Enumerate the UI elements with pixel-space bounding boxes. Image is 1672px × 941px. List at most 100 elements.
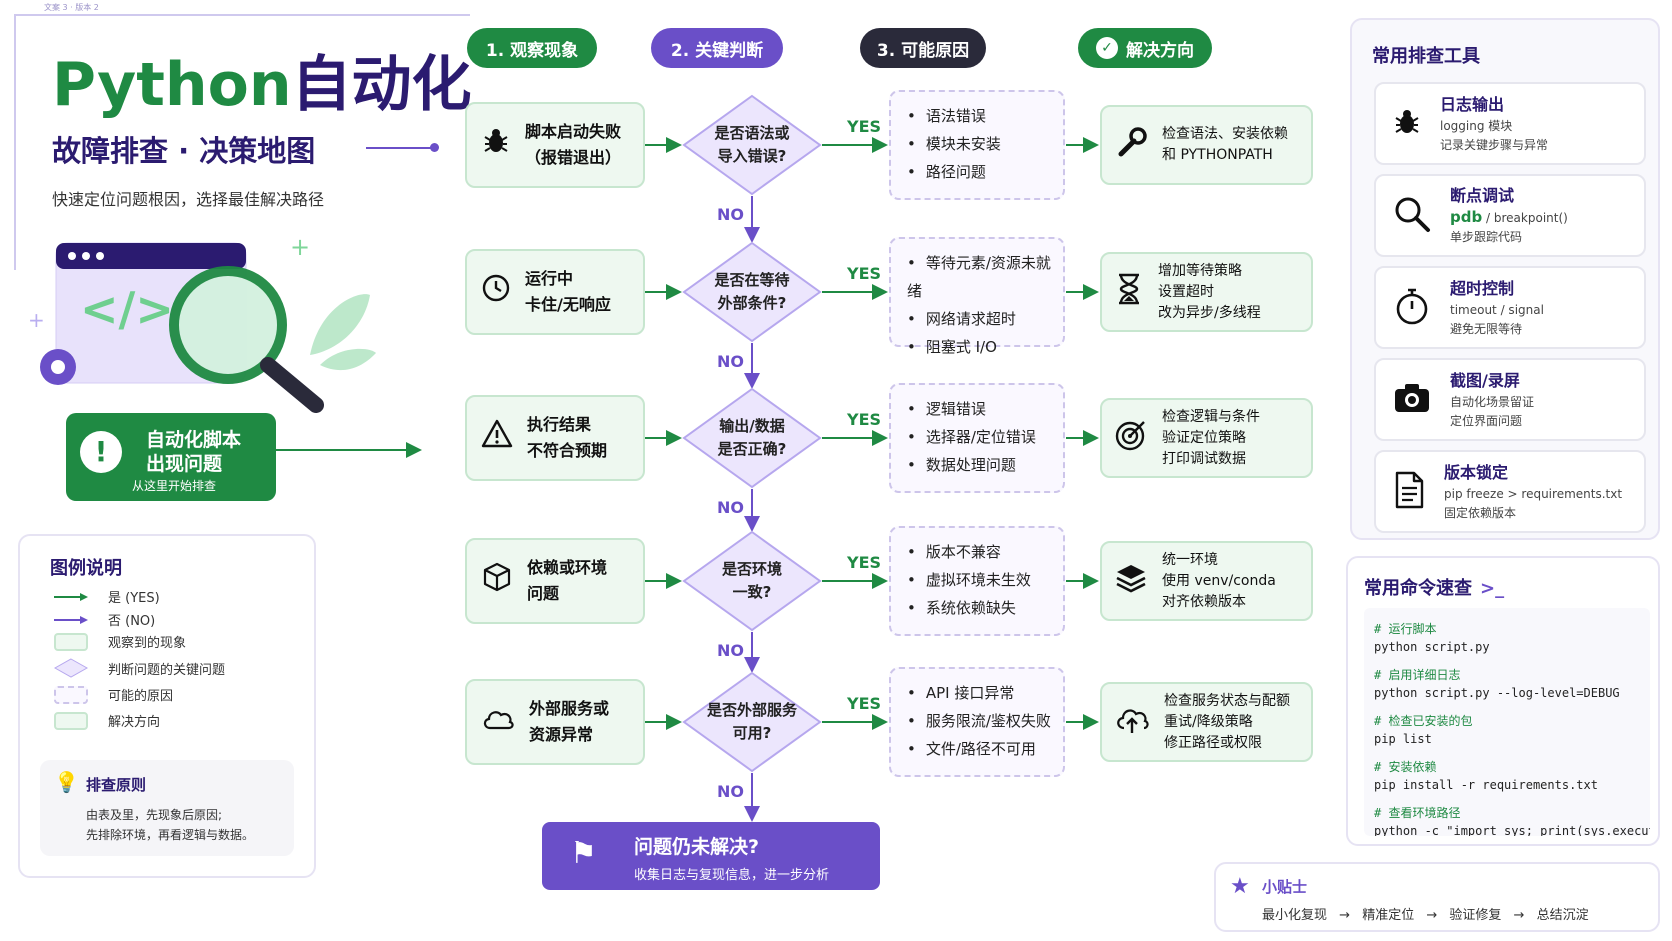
cloud-icon — [481, 705, 515, 739]
observation-text: 依赖或环境问题 — [527, 555, 607, 607]
decision-text: 是否语法或 导入错误? — [714, 124, 790, 165]
solution-text: 增加等待策略设置超时改为异步/多线程 — [1158, 261, 1261, 324]
cause-item: 数据处理问题 — [907, 451, 1063, 479]
observation-line: 依赖或环境 — [527, 558, 608, 577]
cause-item: 语法错误 — [907, 102, 1063, 130]
no-label: NO — [717, 205, 744, 224]
solution-line: 检查服务状态与配额 — [1164, 692, 1290, 709]
layers-icon — [1114, 562, 1148, 601]
cause-item: 选择器/定位错误 — [907, 423, 1063, 451]
command-comment: # 启用详细日志 — [1374, 668, 1461, 682]
observation-box[interactable]: 依赖或环境问题 — [465, 538, 645, 624]
end-box[interactable]: ⚑ 问题仍未解决? 收集日志与复现信息，进一步分析 — [542, 822, 880, 890]
column-header-observe: 1. 观察现象 — [467, 28, 597, 68]
title-python: Python — [52, 50, 292, 120]
decision-diamond[interactable]: 是否环境 一致? — [682, 530, 822, 632]
decision-text: 是否在等待 外部条件? — [714, 271, 790, 312]
solution-box[interactable]: 增加等待策略设置超时改为异步/多线程 — [1100, 252, 1313, 332]
decision-text: 输出/数据 是否正确? — [717, 417, 787, 458]
tool-card[interactable]: 截图/录屏自动化场景留证定位界面问题 — [1374, 358, 1646, 441]
cause-item: 路径问题 — [907, 158, 1063, 186]
legend-decision: 判断问题的关键问题 — [54, 658, 225, 678]
tool-title: 截图/录屏 — [1450, 370, 1520, 390]
wrench-icon — [1114, 125, 1148, 166]
command-comment: # 检查已安装的包 — [1374, 714, 1473, 728]
no-label: NO — [717, 782, 744, 801]
observation-line: 卡住/无响应 — [525, 295, 611, 314]
bug-icon — [481, 126, 511, 164]
cause-item: 系统依赖缺失 — [907, 594, 1063, 622]
command-text[interactable]: python -c "import sys; print(sys.executa… — [1374, 824, 1650, 836]
observation-line: 不符合预期 — [527, 441, 608, 460]
command-text[interactable]: python script.py — [1374, 640, 1490, 654]
subtitle-line — [366, 147, 436, 149]
observation-line: 外部服务或 — [529, 699, 610, 718]
subtitle-dot — [430, 143, 439, 152]
terminal-icon: >_ — [1480, 578, 1505, 599]
title-zh: 自动化 — [291, 50, 472, 120]
observation-text: 运行中卡住/无响应 — [525, 266, 611, 318]
legend-observation: 观察到的现象 — [54, 632, 186, 651]
tool-line1: pip freeze > requirements.txt — [1444, 486, 1623, 501]
solution-line: 统一环境 — [1162, 551, 1218, 568]
solution-line: 对齐依赖版本 — [1162, 593, 1246, 610]
solution-box[interactable]: 检查服务状态与配额重试/降级策略修正路径或权限 — [1100, 682, 1313, 762]
observation-box[interactable]: 运行中卡住/无响应 — [465, 249, 645, 335]
solution-box[interactable]: 检查语法、安装依赖和 PYTHONPATH — [1100, 105, 1313, 185]
command-text[interactable]: pip list — [1374, 732, 1432, 746]
cause-item: 逻辑错误 — [907, 395, 1063, 423]
solution-line: 重试/降级策略 — [1164, 713, 1253, 730]
observation-box[interactable]: 脚本启动失败 （报错退出） — [465, 102, 645, 188]
solution-line: 打印调试数据 — [1162, 450, 1246, 467]
principle-box: 💡 排查原则 由表及里，先现象后原因; 先排除环境，再看逻辑与数据。 — [40, 760, 294, 856]
start-box[interactable]: ! 自动化脚本 出现问题 从这里开始排查 — [66, 413, 276, 501]
decision-text: 是否环境 一致? — [721, 560, 782, 601]
column-header-decide: 2. 关键判断 — [651, 28, 783, 68]
column-header-solution: ✓解决方向 — [1078, 28, 1212, 68]
observation-line: 问题 — [527, 584, 560, 603]
tagline: 快速定位问题根因，选择最佳解决路径 — [52, 190, 325, 209]
decision-diamond[interactable]: 是否在等待 外部条件? — [682, 241, 822, 343]
solution-line: 修正路径或权限 — [1164, 734, 1262, 751]
page-subtitle: 故障排查 · 决策地图 — [52, 134, 316, 168]
legend-cause: 可能的原因 — [54, 685, 173, 704]
yes-label: YES — [847, 553, 882, 572]
tool-line2: 单步跟踪代码 — [1450, 230, 1523, 244]
observation-line: （报错退出） — [525, 148, 622, 167]
solution-line: 使用 venv/conda — [1162, 572, 1276, 589]
solution-box[interactable]: 统一环境使用 venv/conda 对齐依赖版本 — [1100, 541, 1313, 621]
tool-line1: pdb / breakpoint() — [1450, 208, 1568, 228]
stopwatch-icon — [1392, 286, 1432, 330]
cause-item: API 接口异常 — [907, 679, 1063, 707]
solution-text: 检查服务状态与配额重试/降级策略修正路径或权限 — [1164, 691, 1290, 754]
tip-box: ★ 小贴士 最小化复现 → 精准定位 → 验证修复 → 总结沉淀 — [1214, 862, 1660, 932]
decision-diamond[interactable]: 是否语法或 导入错误? — [682, 94, 822, 196]
decision-diamond[interactable]: 输出/数据 是否正确? — [682, 387, 822, 489]
header-rule — [14, 14, 470, 16]
command-comment: # 安装依赖 — [1374, 760, 1437, 774]
document-icon — [1392, 470, 1426, 514]
solution-box[interactable]: 检查逻辑与条件验证定位策略打印调试数据 — [1100, 398, 1313, 478]
observation-text: 脚本启动失败 （报错退出） — [525, 119, 621, 171]
cause-box: 版本不兼容虚拟环境未生效系统依赖缺失 — [889, 526, 1065, 636]
cause-item: 阻塞式 I/O — [907, 333, 1063, 361]
observation-line: 执行结果 — [527, 415, 592, 434]
command-text[interactable]: python script.py --log-level=DEBUG — [1374, 686, 1620, 700]
observation-box[interactable]: 执行结果不符合预期 — [465, 395, 645, 481]
tip-step: 最小化复现 — [1262, 908, 1328, 923]
command-text[interactable]: pip install -r requirements.txt — [1374, 778, 1598, 792]
observation-line: 脚本启动失败 — [525, 122, 622, 141]
tip-steps: 最小化复现 → 精准定位 → 验证修复 → 总结沉淀 — [1262, 904, 1589, 923]
decision-diamond[interactable]: 是否外部服务 可用? — [682, 671, 822, 773]
solution-text: 统一环境使用 venv/conda 对齐依赖版本 — [1162, 550, 1276, 613]
legend-no: 否 (NO) — [54, 610, 155, 629]
tool-line2: 固定依赖版本 — [1444, 505, 1517, 520]
cause-item: 模块未安装 — [907, 130, 1063, 158]
observation-box[interactable]: 外部服务或资源异常 — [465, 679, 645, 765]
